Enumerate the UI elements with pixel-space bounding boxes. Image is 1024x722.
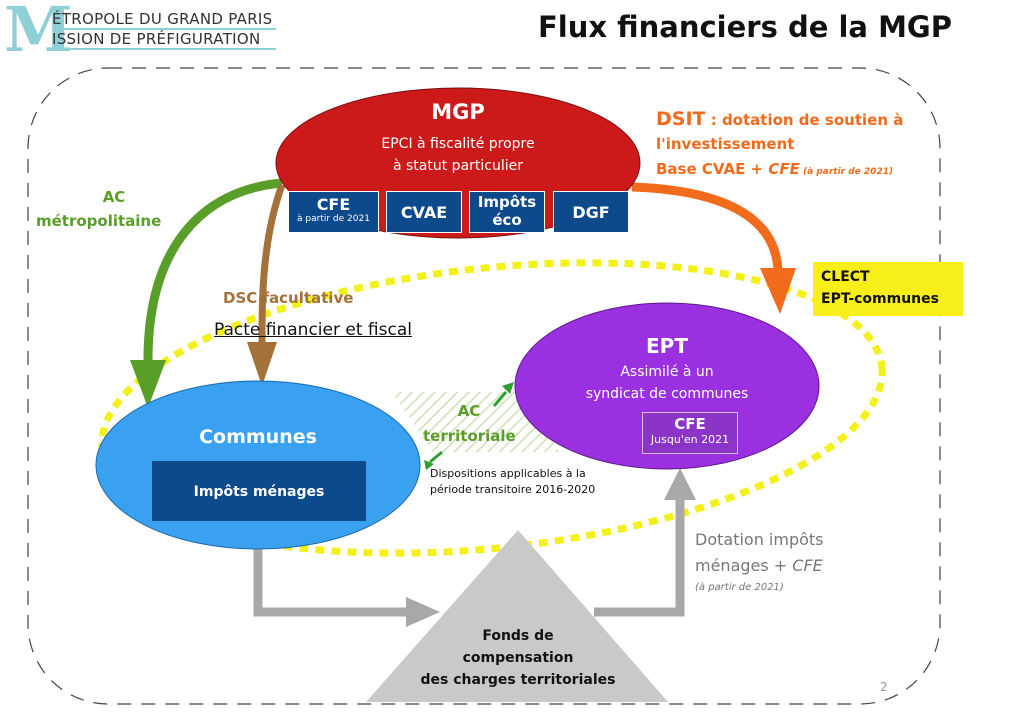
hatched-area <box>392 392 560 452</box>
mgp-box-cfe-sub: à partir de 2021 <box>297 214 370 224</box>
outer-dashed-frame <box>27 67 941 705</box>
dsit-arrow <box>631 182 783 271</box>
logo-divider <box>52 28 276 30</box>
logo-divider-2 <box>52 48 276 50</box>
clect-box: CLECT EPT-communes <box>813 262 963 316</box>
dsit-abbrev: DSIT <box>656 108 706 130</box>
dotation-line-2-cfe: CFE <box>792 556 823 575</box>
dotation-line-2-a: ménages + <box>695 556 793 575</box>
ac-territoriale-arrowhead-down <box>424 460 434 470</box>
dsc-arrowhead <box>247 342 277 386</box>
mgp-box-impots-eco-line2: éco <box>492 211 522 229</box>
ac-territoriale-arrow-down <box>429 450 443 464</box>
mgp-box-dgf: DGF <box>553 191 629 233</box>
dsit-arrowhead <box>760 268 796 314</box>
communes-to-fonds-arrow <box>253 545 410 617</box>
pacte-label: Pacte financier et fiscal <box>214 320 412 340</box>
dsit-line-3: Base CVAE + CFE (à partir de 2021) <box>656 160 893 178</box>
logo-line-1: ÉTROPOLE DU GRAND PARIS <box>52 10 273 28</box>
ac-territoriale-arrowhead-up <box>502 382 514 394</box>
fonds-line-3: des charges territoriales <box>420 672 616 688</box>
logo-letter: M <box>4 0 73 66</box>
mgp-box-impots-eco-line1: Impôts <box>477 193 537 211</box>
mgp-box-cfe-label: CFE <box>316 195 351 214</box>
fonds-line-2: compensation <box>462 650 574 666</box>
ac-metropolitaine-arrowhead <box>130 360 166 408</box>
dsit-line-2: l'investissement <box>656 135 795 153</box>
ept-box-cfe-sub: Jusqu'en 2021 <box>650 433 730 446</box>
dispositions-line-1: Dispositions applicables à la <box>430 467 586 480</box>
ac-metropolitaine-arrow <box>143 178 283 361</box>
mgp-box-cvae-label: CVAE <box>400 203 448 222</box>
dotation-line-2: ménages + CFE <box>695 556 823 575</box>
ac-metropolitaine-line-2: métropolitaine <box>36 212 162 230</box>
communes-to-fonds-arrowhead <box>406 597 440 627</box>
communes-name: Communes <box>199 426 317 448</box>
ept-ellipse <box>514 302 820 470</box>
dsit-line-3-date: (à partir de 2021) <box>799 167 894 177</box>
communes-box-impots-menages: Impôts ménages <box>152 461 366 521</box>
ept-line-1: Assimilé à un <box>620 364 714 380</box>
dsit-line-3-cfe: CFE <box>768 160 800 178</box>
ept-box-cfe-label: CFE <box>674 415 706 433</box>
ac-territoriale-line-2: territoriale <box>423 427 516 445</box>
clect-line-1: CLECT <box>821 269 870 285</box>
mgp-line-2: à statut particulier <box>392 158 523 174</box>
mgp-box-cfe: CFE à partir de 2021 <box>288 191 379 233</box>
clect-line-2: EPT-communes <box>821 291 939 307</box>
ac-metropolitaine-line-1: AC <box>102 188 126 206</box>
fonds-triangle <box>366 530 668 702</box>
page-number: 2 <box>880 680 888 694</box>
dotation-line-3: (à partir de 2021) <box>695 582 784 593</box>
page-title: Flux financiers de la MGP <box>537 10 952 44</box>
fonds-to-ept-arrowhead <box>664 468 696 500</box>
dsit-line-3-a: Base CVAE + <box>656 160 769 178</box>
mgp-box-dgf-label: DGF <box>572 203 610 222</box>
mgp-line-1: EPCI à fiscalité propre <box>381 136 535 152</box>
ept-box-cfe: CFE Jusqu'en 2021 <box>642 412 738 454</box>
fonds-to-ept-arrow <box>594 498 685 617</box>
mgp-name: MGP <box>431 100 485 124</box>
ept-name: EPT <box>646 334 688 358</box>
dsit-line-1-rest: : dotation de soutien à <box>705 111 904 129</box>
mgp-box-cvae: CVAE <box>386 191 462 233</box>
ac-territoriale-arrow-up <box>492 391 508 407</box>
dsc-label: DSC facultative <box>223 289 354 307</box>
communes-box-label: Impôts ménages <box>193 484 325 500</box>
dotation-line-1: Dotation impôts <box>695 530 824 549</box>
ac-territoriale-line-1: AC <box>457 402 481 420</box>
mgp-box-impots-eco: Impôts éco <box>469 191 545 233</box>
logo-line-2: ISSION DE PRÉFIGURATION <box>52 30 261 48</box>
dsit-line-1: DSIT : dotation de soutien à <box>656 108 903 130</box>
dsc-arrow <box>258 183 286 346</box>
dispositions-line-2: période transitoire 2016-2020 <box>430 483 596 496</box>
fonds-line-1: Fonds de <box>482 628 554 644</box>
ept-line-2: syndicat de communes <box>585 386 749 402</box>
